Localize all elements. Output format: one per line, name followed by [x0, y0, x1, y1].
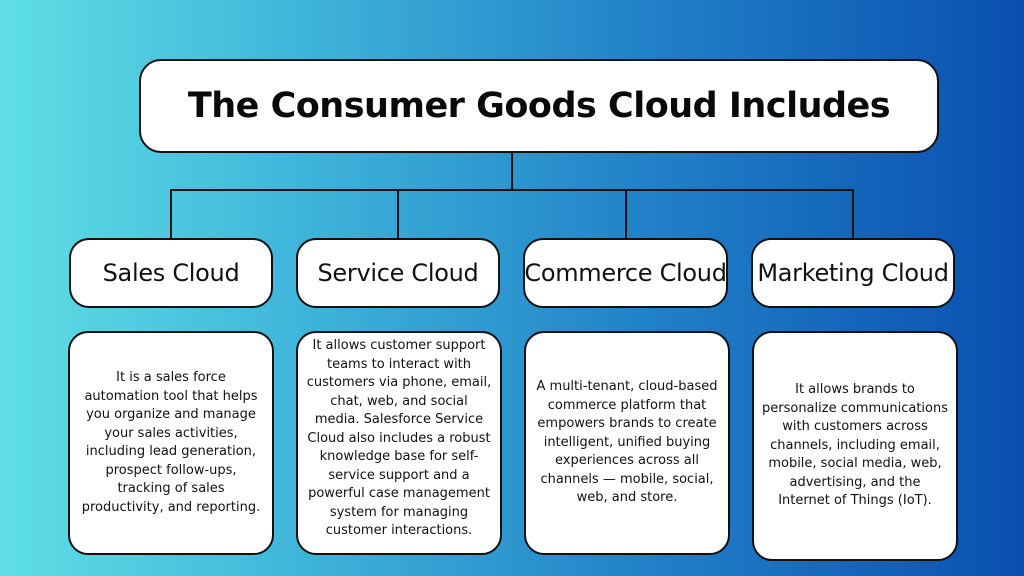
marketing-cloud-description-box: It allows brands to personalize communic… [752, 331, 958, 561]
service-cloud-label: Service Cloud [317, 259, 479, 287]
commerce-cloud-description-box: A multi-tenant, cloud-based commerce pla… [524, 331, 730, 555]
commerce-cloud-label: Commerce Cloud [524, 259, 727, 287]
marketing-cloud-label: Marketing Cloud [757, 259, 949, 287]
commerce-cloud-description: A multi-tenant, cloud-based commerce pla… [536, 379, 718, 506]
commerce-cloud-box: Commerce Cloud [523, 238, 728, 308]
diagram-title: The Consumer Goods Cloud Includes [187, 86, 891, 126]
marketing-cloud-description: It allows brands to personalize communic… [762, 382, 949, 509]
sales-cloud-description-box: It is a sales force automation tool that… [68, 331, 274, 555]
sales-cloud-box: Sales Cloud [69, 238, 273, 308]
marketing-cloud-box: Marketing Cloud [751, 238, 955, 308]
title-box: The Consumer Goods Cloud Includes [139, 59, 939, 153]
sales-cloud-label: Sales Cloud [102, 259, 240, 287]
service-cloud-description-box: It allows customer support teams to inte… [296, 331, 502, 555]
sales-cloud-description: It is a sales force automation tool that… [81, 370, 261, 515]
service-cloud-description: It allows customer support teams to inte… [306, 338, 492, 538]
service-cloud-box: Service Cloud [296, 238, 500, 308]
